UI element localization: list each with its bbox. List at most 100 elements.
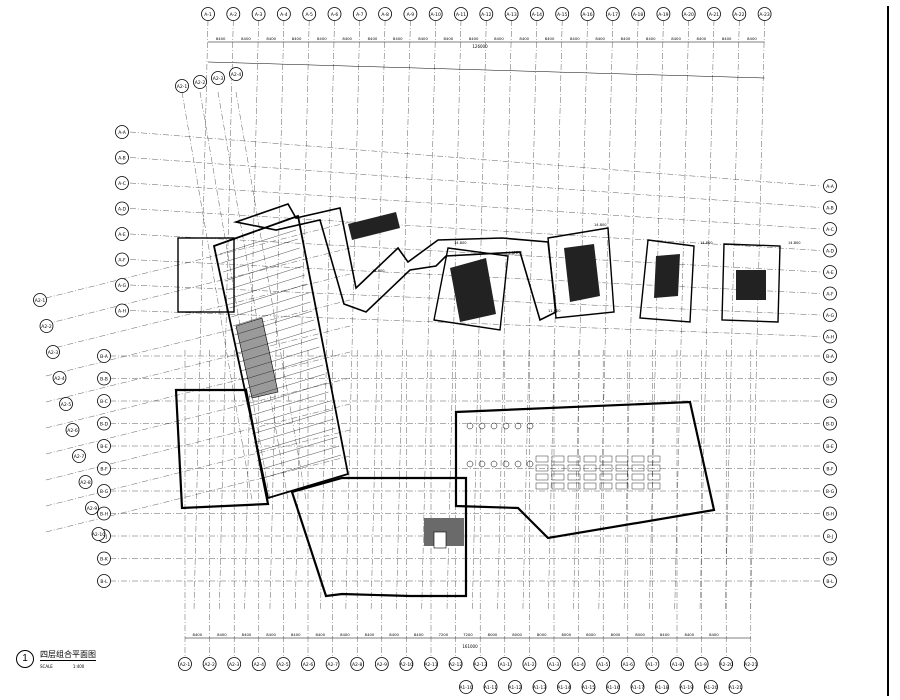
dim-total-top: 126000 [472, 44, 488, 49]
hatch-line [242, 355, 322, 381]
right-block-outline [454, 400, 716, 540]
axis-bubble-bottom-circle [448, 657, 463, 671]
dim-line-top-2 [207, 61, 765, 79]
dim-text-top: 8400 [216, 36, 226, 41]
hatch-line [245, 373, 325, 399]
axis-bubble-right-circle [823, 484, 837, 498]
axis-bubble-bottom: A2-9 [377, 662, 388, 668]
axis-bubble-top-circle [707, 7, 721, 21]
axis-bubble-bottom-circle [522, 657, 537, 671]
axis-bubble-left: B-A [100, 354, 109, 360]
hatch-line [256, 436, 338, 462]
axis-bubble-left-circle [97, 574, 111, 588]
axis-bubble-top: A-12 [481, 12, 491, 18]
axis-bubble-bottom: A2-11 [424, 662, 437, 668]
dim-text-bottom: 8000 [611, 632, 621, 637]
furniture-cell [631, 482, 645, 490]
axis-bubble-bottom-2-circle [679, 680, 694, 694]
axis-bubble-bottom: A1-3 [549, 662, 560, 668]
axis-bubble-right: B-A [826, 354, 835, 360]
dim-text-bottom: 8400 [242, 632, 252, 637]
axis-bubble-bottom-2: A1-16 [606, 685, 619, 691]
furniture-cell [567, 455, 581, 463]
dim-text-top: 8400 [317, 36, 327, 41]
axis-bubble-rotated-circle [46, 345, 60, 359]
axis-bubble-left-upper: A-E [118, 232, 126, 238]
axis-bubble-right: B-H [826, 511, 834, 517]
axis-bubble-bottom: A1-9 [696, 662, 707, 668]
axis-bubble-bottom: A2-13 [474, 662, 487, 668]
axis-bubble-bottom-circle [670, 657, 684, 671]
hatch-line [224, 256, 302, 282]
axis-bubble-right: B-J [827, 534, 833, 540]
axis-bubble-top: A-15 [557, 12, 567, 18]
axis-bubble-right-upper: A-H [826, 334, 834, 340]
axis-bubble-bottom-circle [743, 657, 758, 671]
axis-bubble-right-upper: A-B [826, 205, 834, 211]
grid-line-rotated [45, 377, 351, 455]
axis-bubble-bottom-circle [620, 657, 635, 671]
dim-text-top: 8400 [368, 36, 378, 41]
axis-bubble-right-circle [823, 371, 837, 386]
axis-bubble-left: B-B [100, 376, 108, 382]
dim-text-top: 8400 [241, 36, 251, 41]
axis-bubble-top: A-18 [633, 12, 643, 18]
grid-line-top [623, 19, 639, 611]
axis-bubble-bottom: A1-8 [672, 662, 683, 668]
hatch-line [231, 292, 309, 318]
axis-bubble-left-circle [97, 506, 111, 521]
axis-bubble-bottom-circle [301, 657, 315, 671]
furniture-cell [567, 473, 581, 481]
axis-bubble-bottom-circle [547, 657, 561, 671]
hatch-line [226, 265, 304, 291]
axis-bubble-right: B-B [826, 376, 834, 382]
furniture-cell [567, 464, 581, 472]
skylight-pod-3 [639, 239, 695, 323]
hatch-line [250, 400, 331, 426]
axis-bubble-bottom: A1-7 [647, 662, 658, 668]
axis-bubble-top-circle [479, 7, 494, 21]
axis-bubble-bottom-2-circle [508, 680, 522, 694]
scale-label: SCALE [40, 664, 53, 669]
grid-line-top [193, 19, 209, 611]
furniture-cell [599, 455, 613, 463]
axis-bubble-bottom-2: A1-15 [582, 685, 595, 691]
furniture-seat [490, 422, 498, 430]
axis-bubble-bottom-circle [374, 657, 389, 671]
axis-bubble-bottom-circle [178, 657, 192, 671]
axis-bubble-right-upper: A-A [826, 184, 835, 190]
grid-line-top [370, 19, 386, 611]
hatch-line [223, 247, 300, 273]
hatch-line [258, 445, 340, 471]
dim-text-bottom: 8000 [586, 632, 596, 637]
dim-total-bottom: 161000 [462, 644, 478, 649]
axis-bubble-rotated-circle [59, 397, 73, 411]
grid-line-rotated [45, 221, 351, 299]
axis-bubble-bottom: A2-8 [352, 662, 363, 668]
elevation-label: 14.800 [594, 223, 607, 227]
furniture-cell [551, 455, 565, 463]
axis-bubble-left-circle [97, 484, 111, 498]
axis-bubble-bottom: A2-2 [204, 662, 215, 668]
elevation-label: 14.800 [454, 241, 467, 245]
axis-bubble-right-upper-circle [823, 222, 837, 236]
grid-line-rotated [45, 429, 351, 507]
axis-bubble-right-upper: A-G [826, 313, 835, 319]
furniture-seat [526, 422, 534, 430]
hatch-line [232, 301, 311, 327]
axis-bubble-left-upper-circle [115, 125, 129, 139]
axis-bubble-left-circle [97, 349, 111, 363]
axis-bubble-right-upper-circle [823, 243, 837, 258]
hatch-line [219, 229, 297, 255]
furniture-cell [535, 464, 549, 472]
furniture-seat [466, 422, 474, 430]
hatch-line [227, 274, 306, 300]
axis-bubble-bottom: A2-3 [229, 662, 240, 668]
furniture-cell [583, 482, 597, 490]
dim-text-top: 8400 [418, 36, 428, 41]
furniture-cell [535, 455, 549, 463]
